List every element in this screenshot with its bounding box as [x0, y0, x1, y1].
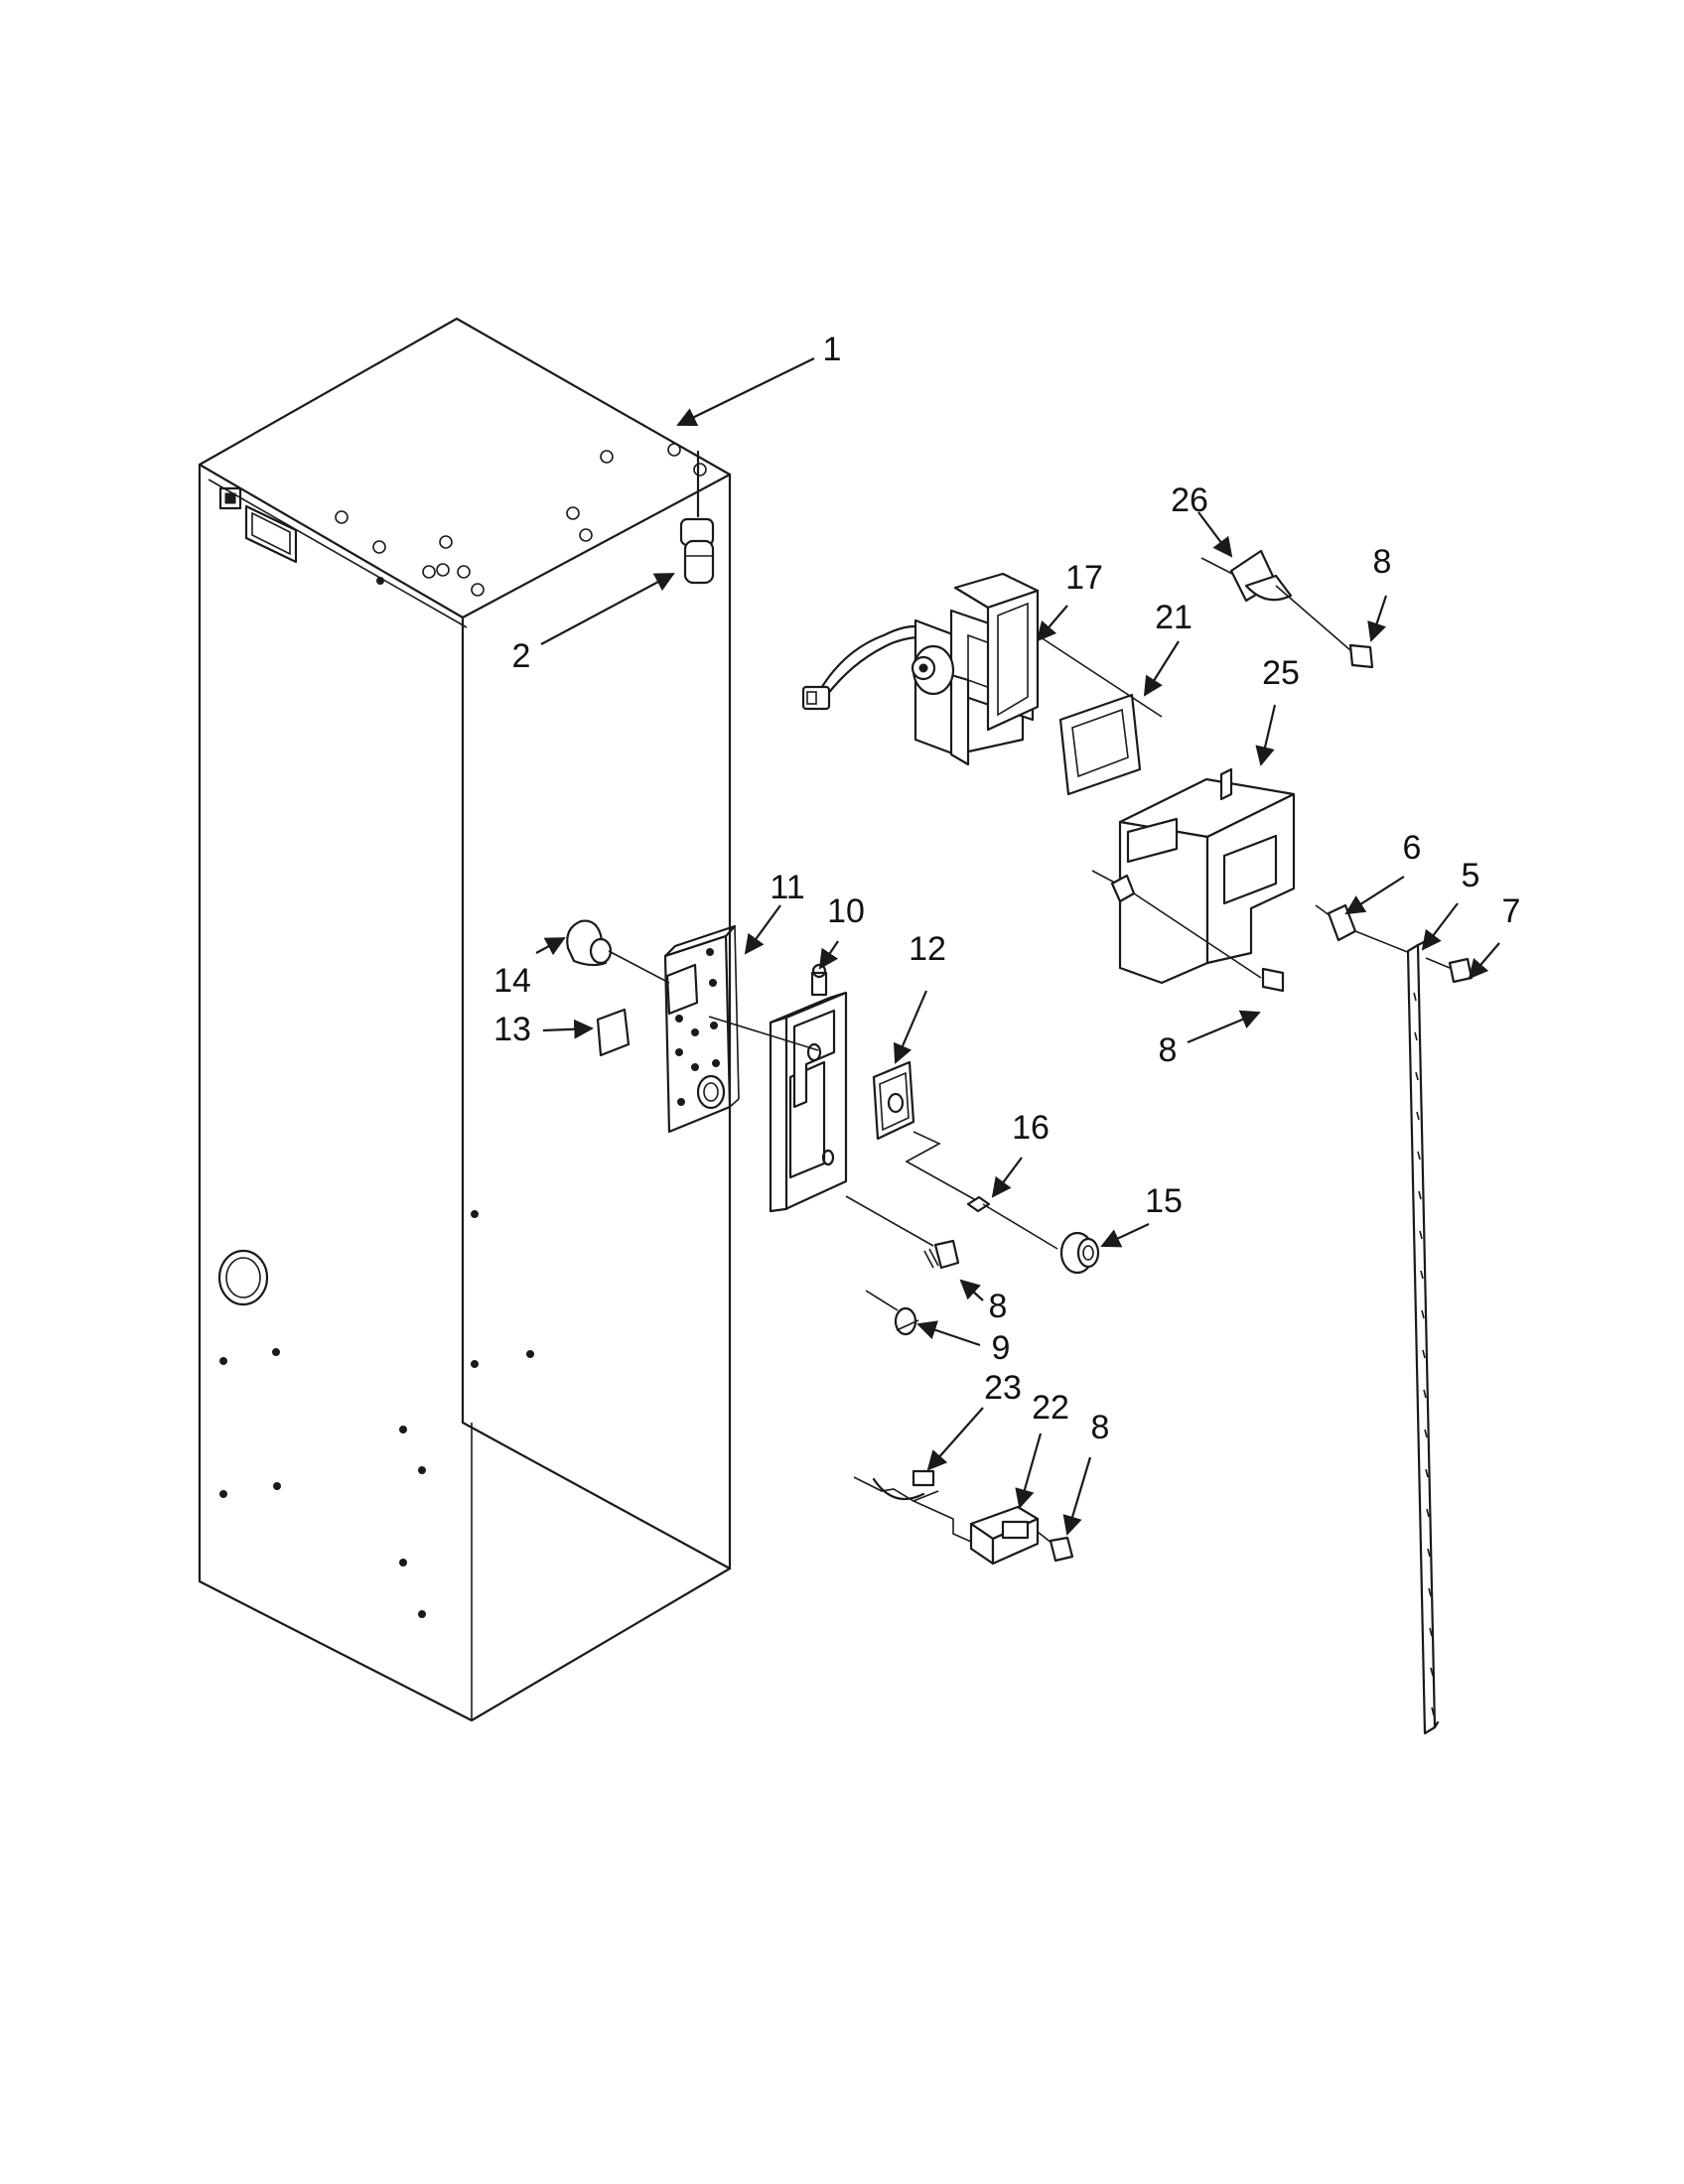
callout-25: 25 — [1262, 654, 1300, 692]
screw-8-top — [1348, 643, 1374, 669]
callout-9: 9 — [992, 1329, 1011, 1367]
callout-13: 13 — [493, 1011, 531, 1048]
callout-17: 17 — [1065, 559, 1103, 597]
callout-8-housing: 8 — [1159, 1031, 1178, 1069]
gasket-21 — [1037, 634, 1163, 796]
screw-8-bottom — [1037, 1531, 1074, 1563]
cabinet-housing — [198, 317, 732, 1722]
mounting-bracket — [708, 963, 848, 1213]
callout-8-bottom: 8 — [1091, 1409, 1110, 1446]
callout-6: 6 — [1403, 829, 1422, 867]
grommet-15 — [1059, 1231, 1100, 1275]
callout-12: 12 — [909, 930, 946, 968]
screw-7 — [1425, 957, 1474, 984]
callout-1: 1 — [823, 331, 842, 368]
control-motor-17 — [801, 572, 1040, 766]
callout-15: 15 — [1145, 1182, 1183, 1220]
callout-21: 21 — [1155, 599, 1193, 636]
clip-16 — [966, 1195, 1058, 1250]
bracket-26 — [1200, 549, 1351, 651]
rail-slots — [1413, 992, 1435, 1716]
callout-23: 23 — [984, 1369, 1022, 1407]
callout-14: 14 — [493, 962, 531, 1000]
callout-8-top: 8 — [1373, 543, 1392, 581]
callout-26: 26 — [1171, 481, 1208, 519]
screw-8-housing — [1133, 892, 1285, 993]
callout-7: 7 — [1502, 892, 1521, 930]
callout-8-bracket: 8 — [989, 1288, 1008, 1325]
callout-11: 11 — [770, 869, 804, 906]
callout-labels: 1 2 26 8 17 21 25 11 10 12 14 13 6 5 7 8… — [493, 331, 1520, 1446]
switch-22 — [969, 1505, 1040, 1566]
callout-22: 22 — [1032, 1389, 1069, 1427]
spacer-6 — [1315, 903, 1411, 954]
plug-9 — [865, 1290, 919, 1336]
callout-5: 5 — [1462, 857, 1480, 894]
square-pad — [596, 1008, 631, 1057]
plate-12 — [872, 1060, 984, 1205]
rail-5 — [1406, 939, 1440, 1735]
callout-2: 2 — [512, 637, 531, 675]
housing-25 — [1091, 767, 1296, 985]
hinge-plate — [663, 924, 740, 1134]
wire-23 — [853, 1469, 972, 1543]
knob-part — [566, 919, 670, 984]
top-plug-part — [679, 450, 715, 585]
callout-16: 16 — [1012, 1109, 1050, 1147]
callout-leaders — [535, 357, 1500, 1536]
screw-8-bracket — [845, 1195, 960, 1270]
callout-10: 10 — [827, 892, 865, 930]
